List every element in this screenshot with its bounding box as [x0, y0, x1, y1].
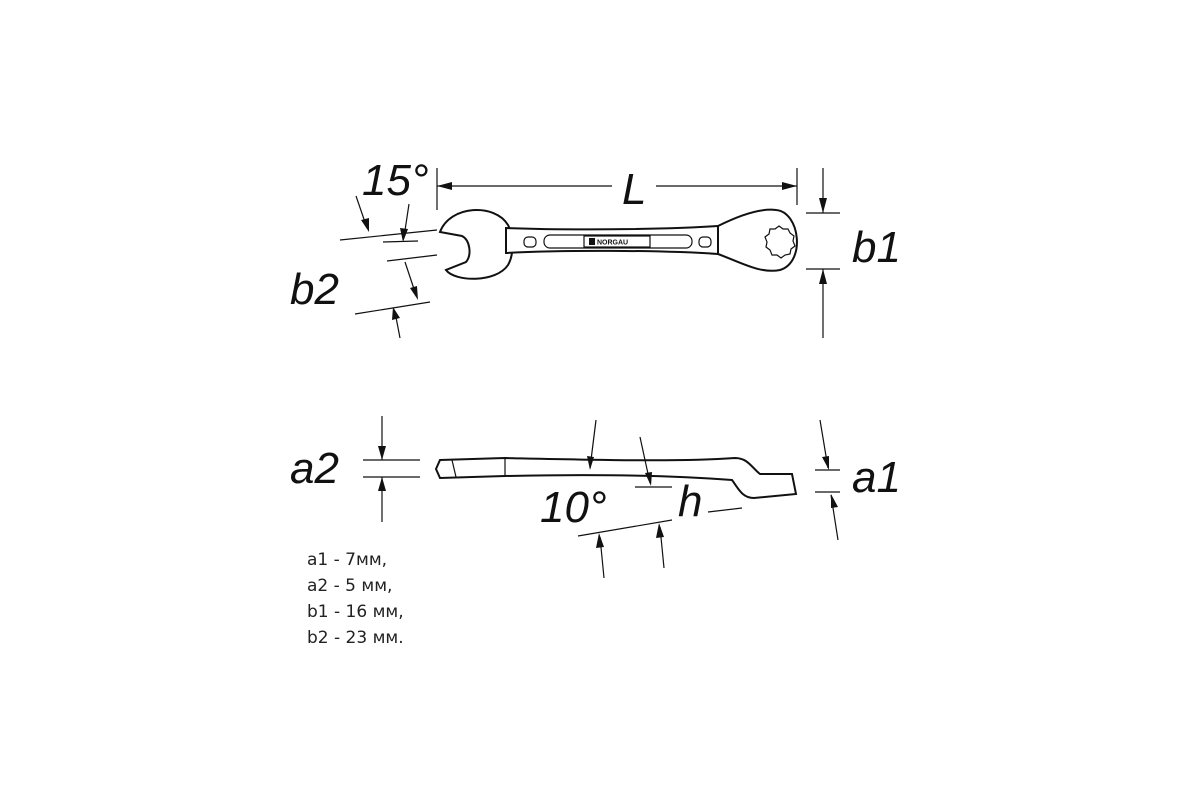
- b1-dimension: b1: [806, 168, 901, 338]
- handle-slot-left: [523, 236, 537, 248]
- ring-end-twelve-point-opening: [764, 225, 796, 259]
- b2-dimension: b2: [290, 254, 438, 339]
- length-label: L: [622, 165, 646, 214]
- a2-label: a2: [290, 444, 339, 493]
- wrench-side-view: [434, 456, 798, 500]
- b2-label: b2: [290, 265, 339, 314]
- open-end-head: [438, 209, 514, 280]
- a1-label: a1: [852, 453, 901, 502]
- dimension-specs-list: a1 - 7мм, a2 - 5 мм, b1 - 16 мм, b2 - 23…: [307, 547, 404, 651]
- handle-slot-center: [543, 234, 693, 249]
- spec-a1: a1 - 7мм,: [307, 550, 388, 570]
- h-label: h: [678, 477, 702, 526]
- brand-logo-icon: [589, 238, 595, 245]
- angle-15-dimension: 15°: [339, 156, 438, 243]
- wrench-top-view: NORGAU: [438, 208, 798, 280]
- brand-plate: [583, 235, 651, 248]
- a2-dimension: a2: [290, 416, 420, 522]
- angle-10-label: 10°: [540, 483, 607, 532]
- b1-label: b1: [852, 223, 901, 272]
- side-profile: [434, 456, 798, 500]
- ring-end-head: [717, 208, 798, 272]
- spec-a2: a2 - 5 мм,: [307, 576, 393, 596]
- handle-slot-right: [698, 236, 712, 248]
- a1-dimension: a1: [815, 419, 901, 541]
- brand-text: NORGAU: [597, 240, 628, 247]
- angle-10-h-dimension: 10° h: [540, 419, 743, 579]
- angle-15-label: 15°: [362, 156, 429, 205]
- spec-b2: b2 - 23 мм.: [307, 628, 404, 648]
- length-dimension: L: [436, 165, 798, 214]
- spec-b1: b1 - 16 мм,: [307, 602, 404, 622]
